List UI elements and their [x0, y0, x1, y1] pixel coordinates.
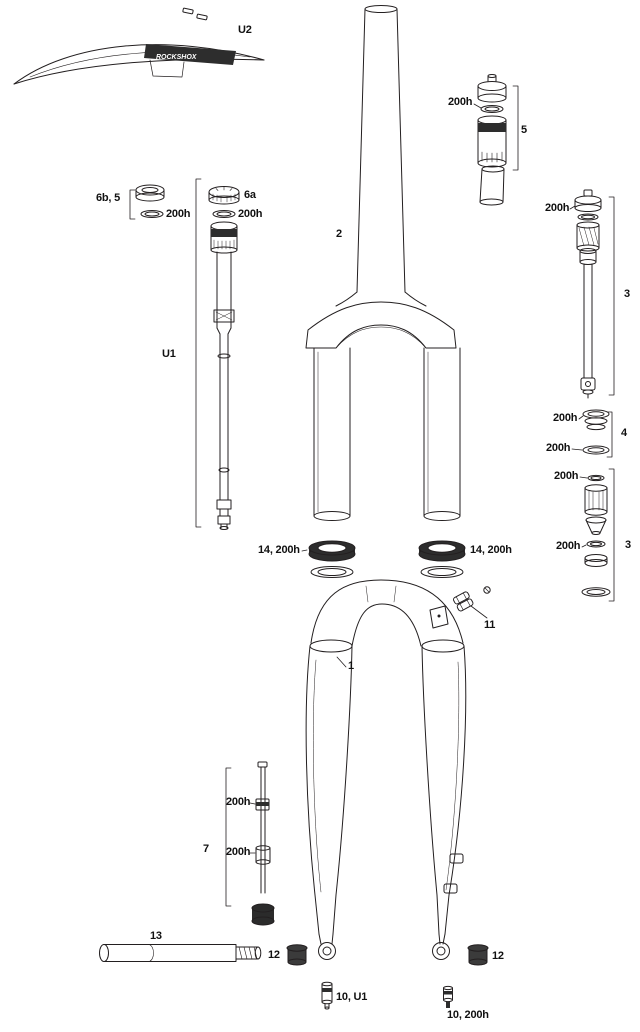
part-label-12: 12	[492, 950, 504, 962]
part-label-200h: 200h	[556, 540, 581, 552]
fitting-10-u1-drawing	[321, 981, 333, 1010]
dust-seal-right-drawing	[418, 540, 466, 578]
fender-screws-drawing	[182, 7, 208, 21]
fender-logo-text: ROCKSHOX	[156, 54, 198, 61]
part-label-2: 2	[336, 228, 342, 240]
part-label-200h: 200h	[546, 442, 571, 454]
part-label-200h: 200h	[226, 796, 251, 808]
damper-assembly-drawing	[208, 186, 240, 530]
part-label-12: 12	[268, 949, 280, 961]
crown-steerer-stanchions-drawing	[305, 5, 461, 521]
part-label-6b5: 6b, 5	[96, 192, 121, 204]
lower-legs-drawing	[305, 579, 467, 960]
part-label-10-200h: 10, 200h	[447, 1009, 489, 1021]
left-topcap-drawing	[135, 184, 165, 218]
part-label-6a: 6a	[244, 189, 256, 201]
part-label-14-200h: 14, 200h	[470, 544, 512, 556]
part-label-4: 4	[621, 427, 627, 439]
part-label-3: 3	[624, 288, 630, 300]
part-label-11: 11	[484, 619, 496, 631]
rebound-rod-drawing	[251, 761, 275, 926]
leader-lines	[129, 85, 615, 907]
part-label-200h: 200h	[448, 96, 473, 108]
part-label-200h: 200h	[553, 412, 578, 424]
fender-drawing: ROCKSHOX	[13, 44, 265, 85]
pinch-bolt-right-drawing	[467, 944, 489, 966]
part-label-1: 1	[348, 660, 354, 672]
part-label-200h: 200h	[554, 470, 579, 482]
seal-head-stack-drawing	[581, 474, 611, 597]
clip-screw-drawing	[483, 586, 491, 594]
part-label-200h: 200h	[238, 208, 263, 220]
crush-washer-seal-drawing	[582, 409, 610, 455]
air-cartridge-drawing	[477, 74, 507, 206]
part-label-u1: U1	[162, 348, 176, 360]
thru-axle-drawing	[99, 944, 262, 962]
part-label-200h: 200h	[226, 846, 251, 858]
pinch-bolt-left-drawing	[286, 944, 308, 966]
part-label-13: 13	[150, 930, 162, 942]
part-label-14-200h: 14, 200h	[258, 544, 300, 556]
dust-seal-left-drawing	[308, 540, 356, 578]
part-label-10-u1: 10, U1	[336, 991, 368, 1003]
part-label-200h: 200h	[166, 208, 191, 220]
damper-shaft-drawing	[574, 189, 602, 399]
part-label-200h: 200h	[545, 202, 570, 214]
part-label-5: 5	[521, 124, 527, 136]
part-label-3: 3	[625, 539, 631, 551]
hose-clip-drawing	[453, 591, 474, 612]
fitting-10-200h-drawing	[443, 985, 453, 1008]
part-label-7: 7	[203, 843, 209, 855]
part-label-u2: U2	[238, 24, 252, 36]
